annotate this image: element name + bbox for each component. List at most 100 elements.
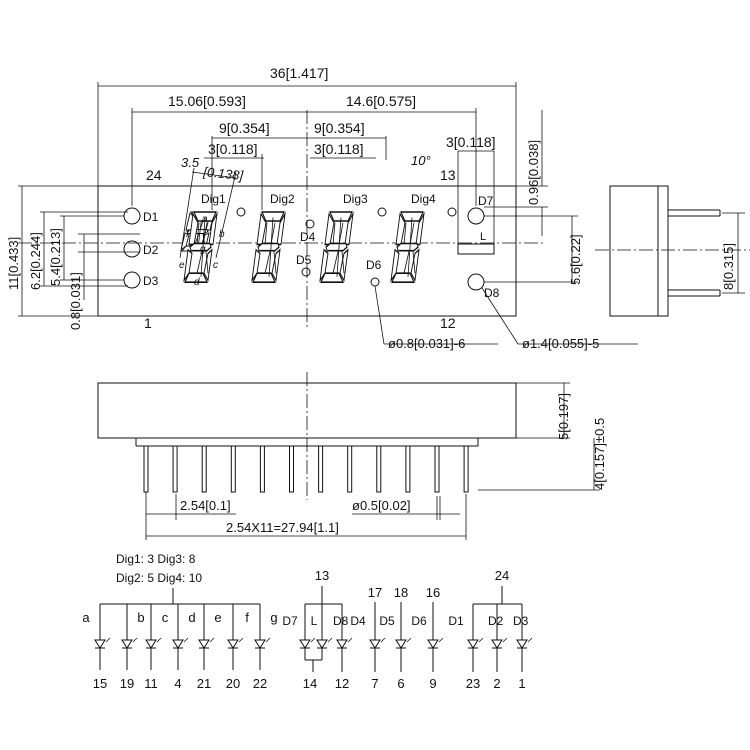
- dim-digit-pitch-2: 9[0.354]: [314, 120, 365, 136]
- led-D3-diode: [516, 632, 533, 654]
- segment-g-diode: [254, 632, 271, 654]
- pin-lead-6: [289, 445, 294, 493]
- pin-lead-1: [143, 445, 149, 493]
- led-d6-label: D6: [366, 258, 382, 272]
- dim-seg-width-3: 3[0.118]: [446, 134, 496, 150]
- segment-d-pin: 4: [174, 676, 181, 691]
- colon-diode-0: [299, 632, 316, 654]
- pin-lead-10: [405, 445, 411, 493]
- dim-big-hole: ø1.4[0.055]-5: [522, 336, 599, 351]
- led-D2-pin: 2: [493, 676, 500, 691]
- segment-a-name: a: [82, 610, 90, 625]
- segment-c-pin: 11: [144, 676, 158, 691]
- front-view: 5[0.197] 4[0.157]±0.5 2.54[0.1] ø0.5[0.0…: [97, 372, 607, 540]
- dim-62: 6.2[0.244]: [28, 232, 43, 290]
- led-D2-diode: [491, 632, 508, 654]
- pins: [143, 445, 469, 493]
- pin-24-label: 24: [146, 167, 162, 183]
- indicator-D4-label: D4: [350, 614, 366, 628]
- dim-small-hole: ø0.8[0.031]-6: [388, 336, 465, 351]
- dim-left-half: 15.06[0.593]: [168, 93, 246, 109]
- pin-lead-4: [230, 445, 236, 493]
- led-D1-pin: 23: [466, 676, 480, 691]
- segment-g-label: g: [200, 244, 206, 255]
- colon-l-label: L: [311, 614, 318, 628]
- led-D2-label: D2: [488, 614, 504, 628]
- pin-12-label: 12: [440, 315, 456, 331]
- pin-lead-3: [201, 445, 207, 493]
- led-d2-label: D2: [143, 243, 159, 257]
- digit-pins-line-1: Dig1: 3 Dig3: 8: [116, 552, 196, 566]
- dim-seg-width-1: 3[0.118]: [208, 141, 258, 157]
- digit-3-label: Dig3: [343, 192, 368, 206]
- dim-54: 5.4[0.213]: [48, 228, 63, 286]
- pin-lead-11: [434, 445, 440, 493]
- segment-f-name: f: [245, 610, 249, 625]
- segment-e-pin: 21: [197, 676, 211, 691]
- dim-height: 11[0.433]: [6, 237, 21, 290]
- pin-lead-7: [318, 445, 324, 493]
- pin-13-label: 13: [440, 167, 456, 183]
- angle-label: 10°: [411, 153, 431, 168]
- led-common-pin: 24: [495, 568, 509, 583]
- schematic: Dig1: 3 Dig3: 8 Dig2: 5 Dig4: 10 a 15 b 19 c…: [82, 552, 533, 691]
- dim-body-thickness: 5[0.197]: [556, 393, 571, 440]
- dim-096: 0.96[0.038]: [526, 140, 541, 205]
- led-d5-label: D5: [296, 253, 312, 267]
- colon-pin-14: 14: [303, 676, 317, 691]
- digit-2-label: Dig2: [270, 192, 295, 206]
- segment-g-name: g: [270, 610, 277, 625]
- led-d8: [467, 273, 485, 291]
- segment-b-name: b: [137, 610, 144, 625]
- indicator-D4-bottom-pin: 7: [371, 676, 378, 691]
- indicator-D6-label: D6: [411, 614, 427, 628]
- segment-b-pin: 19: [120, 676, 134, 691]
- segment-d-label: d: [194, 277, 200, 288]
- dim-pin-diameter: ø0.5[0.02]: [352, 498, 411, 513]
- segment-c-name: c: [162, 610, 169, 625]
- dim-pin-pitch: 2.54[0.1]: [180, 498, 231, 513]
- indicator-D6-diode: [427, 632, 444, 654]
- digit-pins-line-2: Dig2: 5 Dig4: 10: [116, 571, 202, 585]
- digit-3: [319, 211, 354, 284]
- led-d6: [370, 277, 380, 287]
- led-d1-label: D1: [143, 210, 159, 224]
- segment-a-pin: 15: [93, 676, 107, 691]
- segment-c-diode: [145, 632, 162, 654]
- digit-2: [251, 211, 286, 284]
- colon-label: L: [480, 231, 486, 243]
- led-small-2: [377, 207, 387, 217]
- indicator-D4-top-pin: 17: [368, 585, 382, 600]
- segment-f-pin: 20: [226, 676, 240, 691]
- dim-side-pin-pitch: 8[0.315]: [721, 243, 736, 290]
- led-d2: [123, 240, 141, 258]
- dim-seg-offset: 3.5: [181, 155, 200, 170]
- colon-d7-label: D7: [282, 614, 298, 628]
- indicator-D5-top-pin: 18: [394, 585, 408, 600]
- dim-seg-offset-inch: [0.138]: [202, 164, 244, 183]
- led-small-1: [236, 207, 246, 217]
- dim-08: 0.8[0.031]: [68, 272, 83, 330]
- indicator-D6-top-pin: 16: [426, 585, 440, 600]
- colon-diode-1: [316, 632, 333, 654]
- led-d3-label: D3: [143, 274, 159, 288]
- led-D3-pin: 1: [518, 676, 525, 691]
- segment-d-diode: [172, 632, 189, 654]
- segment-e-diode: [198, 632, 215, 654]
- led-D1-label: D1: [448, 614, 464, 628]
- segment-a-label: a: [202, 214, 208, 225]
- colon-bar: [457, 243, 495, 255]
- indicator-D5-bottom-pin: 6: [397, 676, 404, 691]
- digit-4: [390, 211, 425, 284]
- segment-g-pin: 22: [253, 676, 267, 691]
- dim-pin-length: 4[0.157]±0.5: [592, 418, 607, 490]
- side-body: [609, 185, 669, 317]
- pin-lead-12: [463, 445, 469, 493]
- dim-pin-span: 2.54X11=27.94[1.1]: [226, 520, 339, 535]
- colon-diode-2: [336, 632, 353, 654]
- segment-a-diode: [94, 632, 111, 654]
